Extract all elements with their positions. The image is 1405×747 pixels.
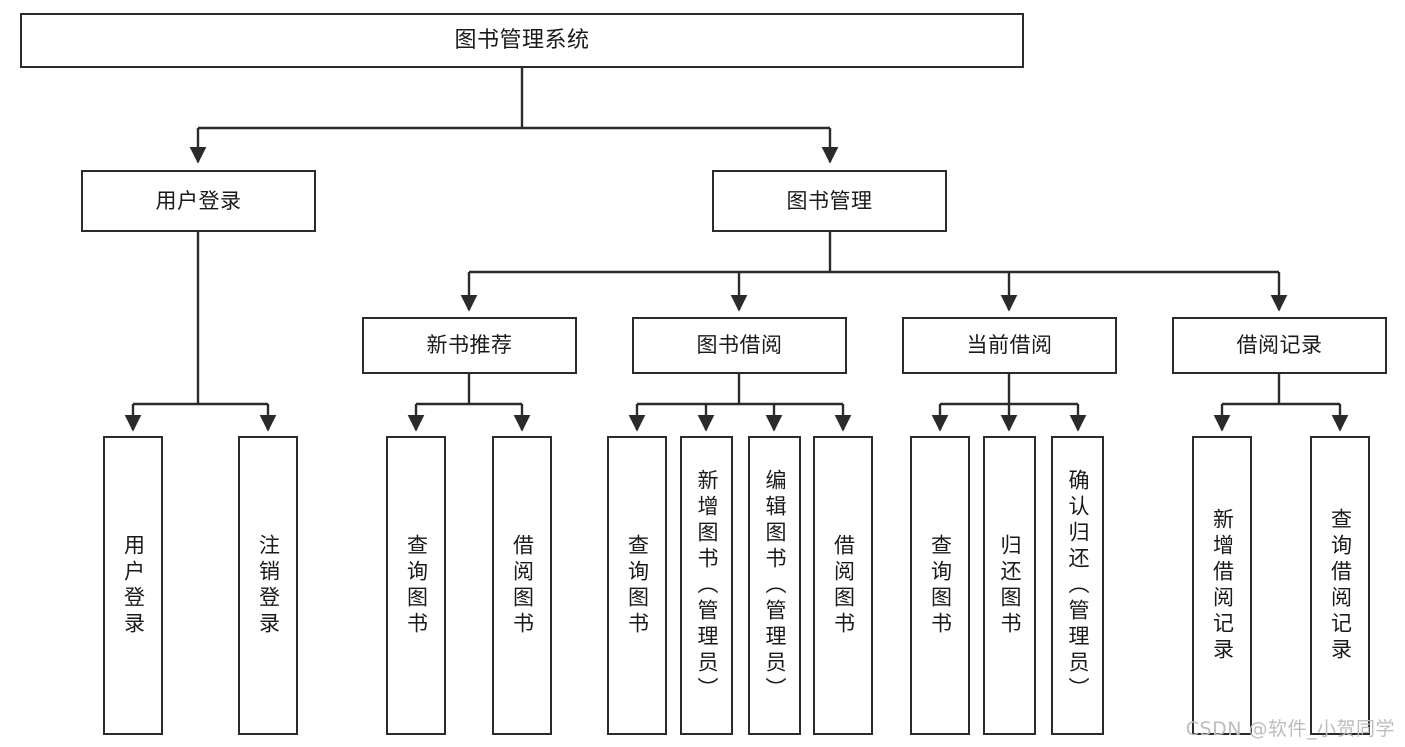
node-label: 借阅记录 (1236, 333, 1323, 357)
leaf-borrow-borrow-book[interactable]: 借阅图书 (813, 436, 873, 735)
node-book-borrow[interactable]: 图书借阅 (632, 317, 847, 374)
node-borrow-record[interactable]: 借阅记录 (1172, 317, 1387, 374)
leaf-borrow-edit-book-admin[interactable]: 编辑图书（管理员） (748, 436, 801, 735)
node-label: 新增图书（管理员） (695, 468, 719, 703)
node-label: 图书管理 (786, 188, 873, 213)
node-label: 用户登录 (121, 533, 146, 638)
leaf-borrow-query-book[interactable]: 查询图书 (607, 436, 667, 735)
node-book-management[interactable]: 图书管理 (712, 170, 947, 232)
watermark-text: CSDN @软件_小贺同学 (1185, 718, 1395, 740)
leaf-current-return-book[interactable]: 归还图书 (983, 436, 1036, 735)
node-label: 当前借阅 (966, 333, 1053, 357)
node-label: 查询图书 (928, 533, 953, 638)
node-label: 借阅图书 (510, 533, 535, 638)
node-label: 新增借阅记录 (1210, 507, 1235, 664)
node-label: 查询借阅记录 (1328, 507, 1353, 664)
node-label: 归还图书 (998, 533, 1022, 638)
leaf-record-add-record[interactable]: 新增借阅记录 (1192, 436, 1252, 735)
leaf-new-book-borrow[interactable]: 借阅图书 (492, 436, 552, 735)
node-label: 查询图书 (404, 533, 429, 638)
node-label: 注销登录 (256, 533, 281, 638)
node-user-login[interactable]: 用户登录 (81, 170, 316, 232)
node-new-book-recommend[interactable]: 新书推荐 (362, 317, 577, 374)
node-label: 编辑图书（管理员） (763, 468, 787, 703)
node-label: 查询图书 (625, 533, 650, 638)
leaf-current-confirm-return-admin[interactable]: 确认归还（管理员） (1051, 436, 1104, 735)
node-label: 图书借阅 (696, 333, 783, 357)
node-label: 图书管理系统 (454, 27, 590, 53)
node-label: 借阅图书 (831, 533, 856, 638)
node-label: 确认归还（管理员） (1066, 468, 1090, 703)
leaf-user-login-login[interactable]: 用户登录 (103, 436, 163, 735)
node-current-borrow[interactable]: 当前借阅 (902, 317, 1117, 374)
node-label: 新书推荐 (426, 333, 513, 357)
leaf-current-query-book[interactable]: 查询图书 (910, 436, 970, 735)
leaf-borrow-add-book-admin[interactable]: 新增图书（管理员） (680, 436, 733, 735)
node-label: 用户登录 (155, 188, 242, 213)
leaf-new-book-query[interactable]: 查询图书 (386, 436, 446, 735)
leaf-user-login-logout[interactable]: 注销登录 (238, 436, 298, 735)
node-root-system[interactable]: 图书管理系统 (20, 13, 1024, 68)
leaf-record-query-record[interactable]: 查询借阅记录 (1310, 436, 1370, 735)
